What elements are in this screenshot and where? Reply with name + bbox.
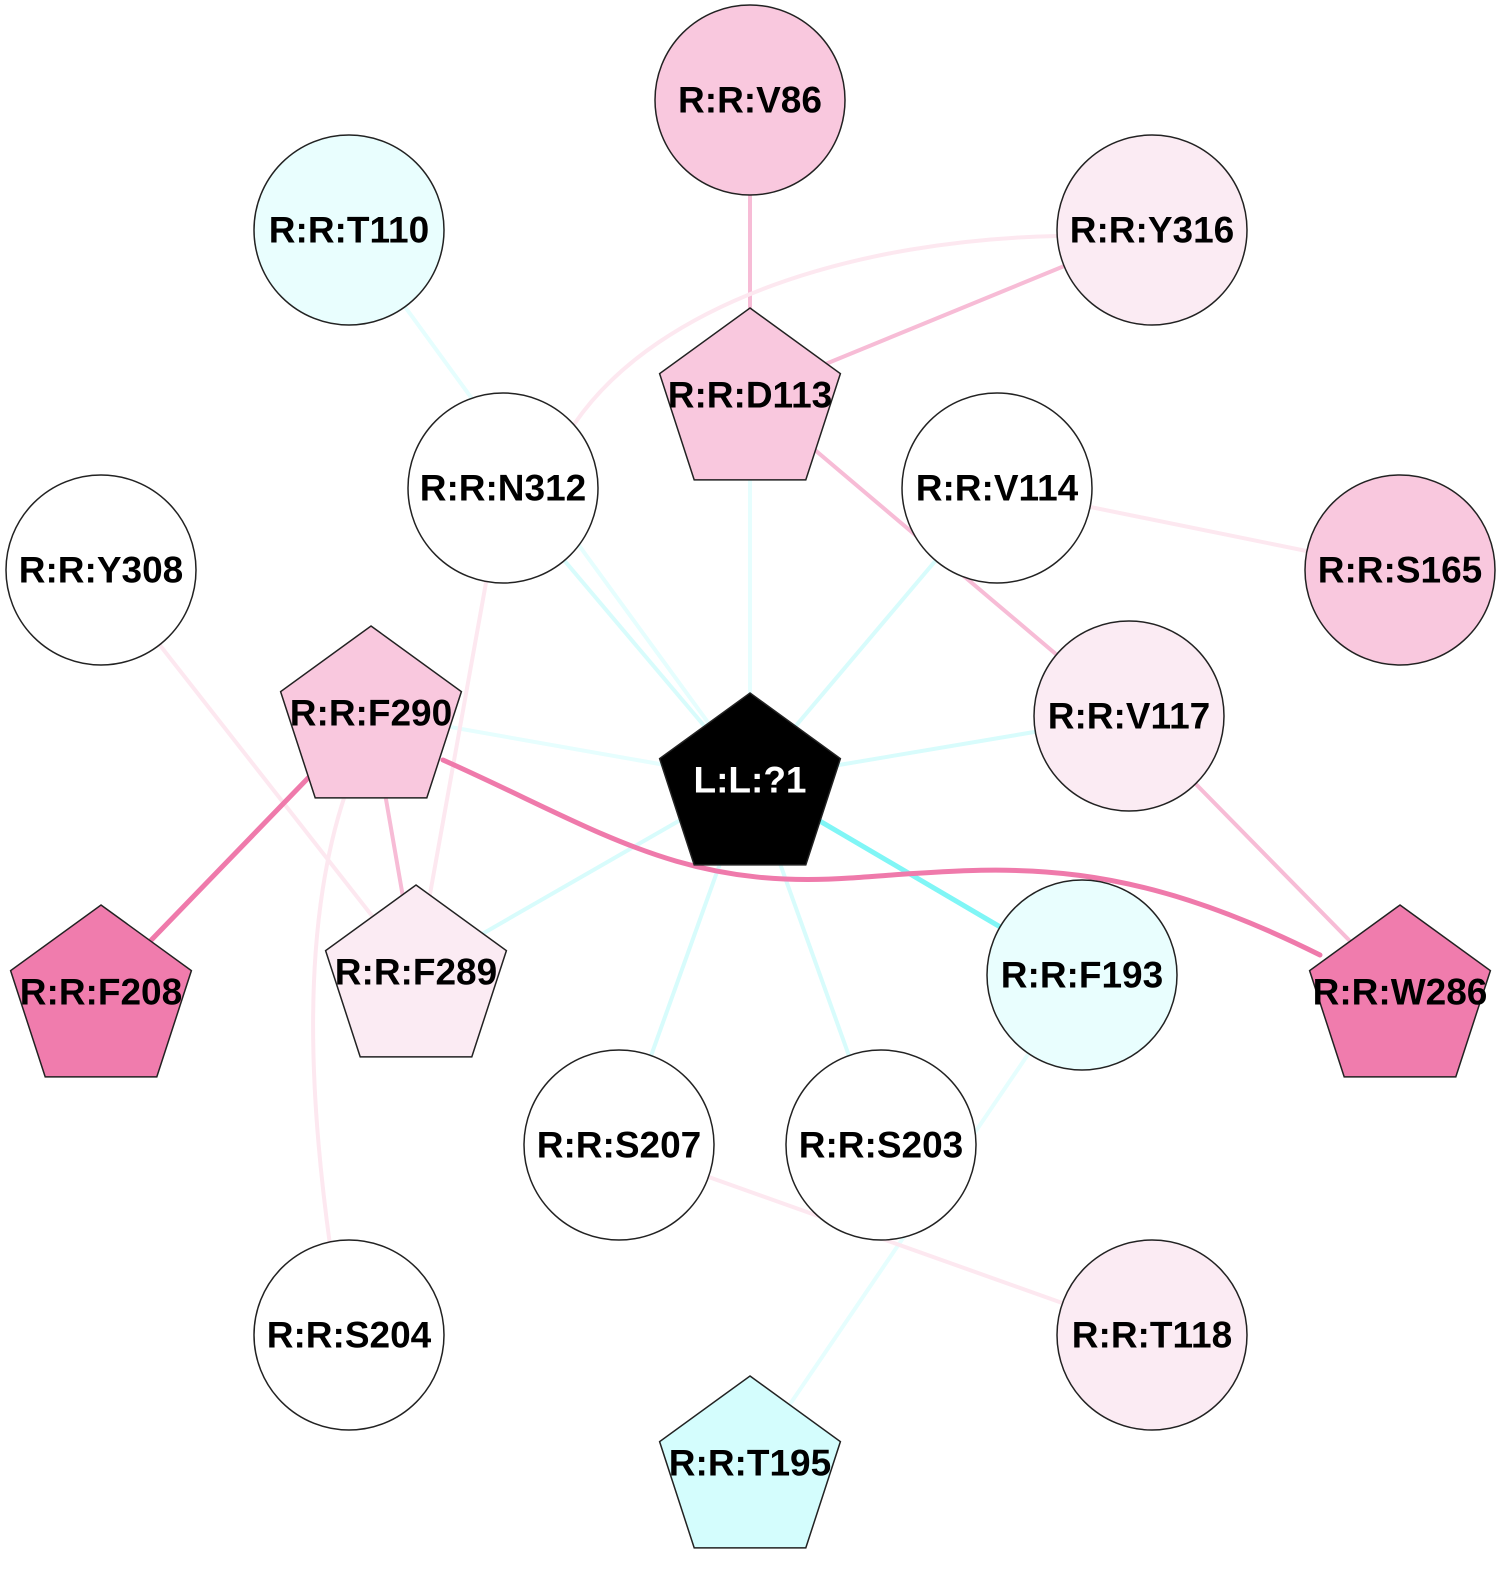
node-label-s204: R:R:S204: [267, 1315, 432, 1356]
node-lig: L:L:?1: [658, 692, 842, 866]
node-label-v86: R:R:V86: [678, 80, 822, 121]
node-shape-t195: [658, 1375, 842, 1549]
node-shape-y316: [1056, 134, 1248, 326]
node-label-lig: L:L:?1: [693, 760, 806, 801]
node-label-s165: R:R:S165: [1318, 550, 1483, 591]
node-shape-y308: [5, 474, 197, 666]
node-v86: R:R:V86: [654, 4, 846, 196]
edge-f290-s204: [311, 793, 347, 1247]
node-s165: R:R:S165: [1304, 474, 1496, 666]
node-label-y316: R:R:Y316: [1070, 210, 1235, 251]
edge-y316-n312: [573, 234, 1059, 425]
node-shape-n312: [407, 392, 599, 584]
node-y316: R:R:Y316: [1056, 134, 1248, 326]
node-f208: R:R:F208: [9, 904, 193, 1078]
node-label-f193: R:R:F193: [1001, 955, 1163, 996]
node-shape-w286: [1308, 904, 1492, 1078]
node-t195: R:R:T195: [658, 1375, 842, 1549]
node-shape-lig: [658, 692, 842, 866]
node-f193: R:R:F193: [986, 879, 1178, 1071]
node-shape-s204: [253, 1239, 445, 1431]
node-w286: R:R:W286: [1308, 904, 1492, 1078]
node-label-f290: R:R:F290: [290, 693, 452, 734]
node-shape-f208: [9, 904, 193, 1078]
node-f290: R:R:F290: [279, 625, 463, 799]
node-label-t118: R:R:T118: [1072, 1315, 1232, 1356]
node-shape-d113: [658, 307, 842, 481]
node-label-f289: R:R:F289: [335, 952, 497, 993]
node-f289: R:R:F289: [324, 884, 508, 1058]
node-label-v117: R:R:V117: [1048, 696, 1210, 737]
node-shape-t118: [1056, 1239, 1248, 1431]
node-shape-v86: [654, 4, 846, 196]
node-shape-s165: [1304, 474, 1496, 666]
node-label-n312: R:R:N312: [420, 468, 587, 509]
node-label-t195: R:R:T195: [669, 1443, 831, 1484]
node-label-t110: R:R:T110: [269, 210, 429, 251]
edge-f290-w286: [440, 757, 1323, 958]
node-s203: R:R:S203: [785, 1049, 977, 1241]
node-label-d113: R:R:D113: [668, 375, 833, 416]
node-v117: R:R:V117: [1033, 620, 1225, 812]
node-label-w286: R:R:W286: [1313, 972, 1488, 1013]
node-label-s203: R:R:S203: [799, 1125, 964, 1166]
node-shape-s203: [785, 1049, 977, 1241]
node-label-f208: R:R:F208: [20, 972, 182, 1013]
node-shape-v114: [901, 392, 1093, 584]
node-t118: R:R:T118: [1056, 1239, 1248, 1431]
node-label-y308: R:R:Y308: [19, 550, 184, 591]
node-d113: R:R:D113: [658, 307, 842, 481]
node-shape-f290: [279, 625, 463, 799]
node-s204: R:R:S204: [253, 1239, 445, 1431]
node-shape-f289: [324, 884, 508, 1058]
node-y308: R:R:Y308: [5, 474, 197, 666]
node-label-s207: R:R:S207: [537, 1125, 702, 1166]
node-shape-t110: [253, 134, 445, 326]
node-v114: R:R:V114: [901, 392, 1093, 584]
node-shape-v117: [1033, 620, 1225, 812]
node-shape-s207: [523, 1049, 715, 1241]
node-shape-f193: [986, 879, 1178, 1071]
node-n312: R:R:N312: [407, 392, 599, 584]
node-label-v114: R:R:V114: [916, 468, 1079, 509]
node-t110: R:R:T110: [253, 134, 445, 326]
node-s207: R:R:S207: [523, 1049, 715, 1241]
